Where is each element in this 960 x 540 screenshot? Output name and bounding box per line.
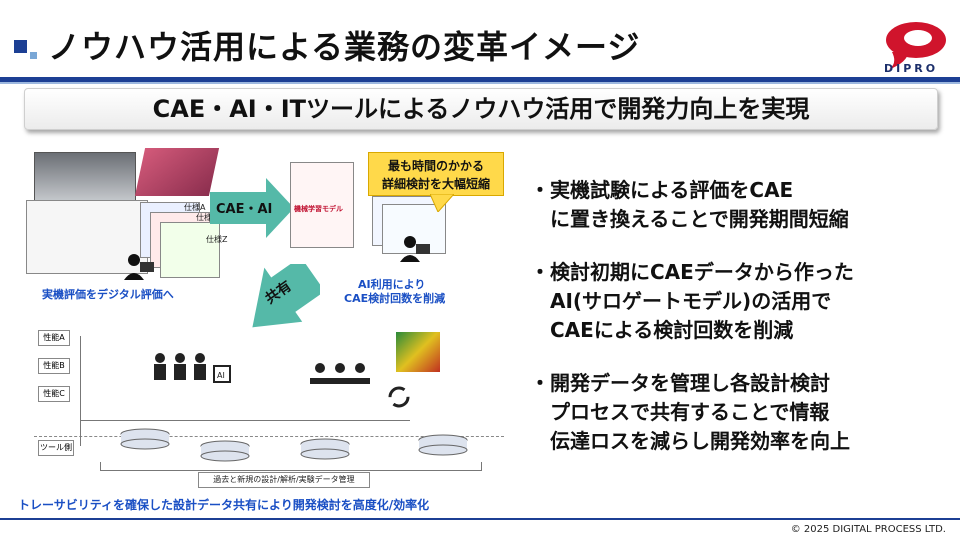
perf-box-b: 性能B xyxy=(38,358,70,374)
spec-label-a: 仕様A xyxy=(184,203,206,212)
bottom-caption: トレーサビリティを確保した設計データ共有により開発検討を高度化/効率化 xyxy=(18,498,430,512)
title-divider-light xyxy=(0,82,960,84)
workflow-diagram: 仕様A 仕様B 仕様Z 実機評価をデジタル評価へ CAE・AI 機械学習モデル … xyxy=(0,140,520,520)
tool-box: ツール側 xyxy=(38,440,74,456)
spec-label-z: 仕様Z xyxy=(206,235,228,244)
database-icon-2 xyxy=(200,440,250,462)
database-icon-1 xyxy=(120,428,170,450)
arrow-label-cae-ai: CAE・AI xyxy=(216,202,273,217)
db-caption-box: 過去と新規の設計/解析/実験データ管理 xyxy=(198,472,370,488)
title-divider xyxy=(0,77,960,82)
caption-ai-2: CAE検討回数を削減 xyxy=(344,292,446,305)
spec-doc-stack-3 xyxy=(160,222,220,278)
ai-chip-icon: AI xyxy=(213,365,231,383)
dipro-logo-icon xyxy=(886,22,946,70)
caption-digital-eval: 実機評価をデジタル評価へ xyxy=(42,288,174,301)
bullet-item-1: ・実機試験による評価をCAE に置き換えることで開発期間短縮 xyxy=(530,178,849,231)
banner-text: CAE・AI・ITツールによるノウハウ活用で開発力向上を実現 xyxy=(152,95,810,123)
copyright: © 2025 DIGITAL PROCESS LTD. xyxy=(790,524,946,535)
database-icon-3 xyxy=(300,438,350,460)
database-icon-4 xyxy=(418,434,468,456)
title-marker-small-icon xyxy=(30,52,37,59)
tool-divider xyxy=(34,436,504,437)
process-flow-line xyxy=(80,336,81,446)
perf-label-a: 性能A xyxy=(43,333,65,342)
title-marker-icon xyxy=(14,40,27,53)
page-title: ノウハウ活用による業務の変革イメージ xyxy=(48,28,641,66)
header: ノウハウ活用による業務の変革イメージ DIPRO xyxy=(0,0,960,84)
process-flow-line-2 xyxy=(80,420,410,421)
callout-box: 最も時間のかかる 詳細検討を大幅短縮 xyxy=(368,152,504,196)
bullet-item-3: ・開発データを管理し各設計検討 プロセスで共有することで情報 伝達ロスを減らし開… xyxy=(530,371,850,453)
tool-label: ツール側 xyxy=(40,443,72,452)
db-caption: 過去と新規の設計/解析/実験データ管理 xyxy=(213,475,355,484)
headline-banner: CAE・AI・ITツールによるノウハウ活用で開発力向上を実現 xyxy=(24,88,938,130)
perf-box-c: 性能C xyxy=(38,386,70,402)
people-group-icon xyxy=(154,353,206,380)
engineer-icon xyxy=(124,254,154,280)
callout-pointer-icon xyxy=(430,194,454,212)
heatmap-image xyxy=(396,332,440,372)
perf-label-c: 性能C xyxy=(43,389,65,398)
meeting-icon xyxy=(310,363,370,384)
perf-label-b: 性能B xyxy=(43,361,65,370)
cycle-arrows-icon xyxy=(388,386,410,408)
share-arrow-icon xyxy=(252,264,320,328)
caption-ai-1: AI利用により xyxy=(358,278,426,291)
db-bracket xyxy=(100,462,482,471)
ml-model-doc xyxy=(290,162,354,248)
cae-ai-arrow-icon xyxy=(210,178,294,238)
logo-text: DIPRO xyxy=(884,62,939,75)
bullet-item-2: ・検討初期にCAEデータから作った AI(サロゲートモデル)の活用で CAEによ… xyxy=(530,260,854,342)
cad-model-image xyxy=(134,148,220,196)
perf-box-a: 性能A xyxy=(38,330,70,346)
bullet-list: ・実機試験による評価をCAE に置き換えることで開発期間短縮 ・検討初期にCAE… xyxy=(530,176,950,480)
spec-label-b: 仕様B xyxy=(196,213,218,222)
callout-line-2: 詳細検討を大幅短縮 xyxy=(381,177,490,191)
footer-divider xyxy=(0,518,960,520)
svg-text:AI: AI xyxy=(217,371,225,380)
callout-line-1: 最も時間のかかる xyxy=(387,159,484,173)
crash-test-photo xyxy=(34,152,136,204)
ml-model-label: 機械学習モデル xyxy=(294,205,343,213)
engineer-icon-2 xyxy=(400,236,430,262)
